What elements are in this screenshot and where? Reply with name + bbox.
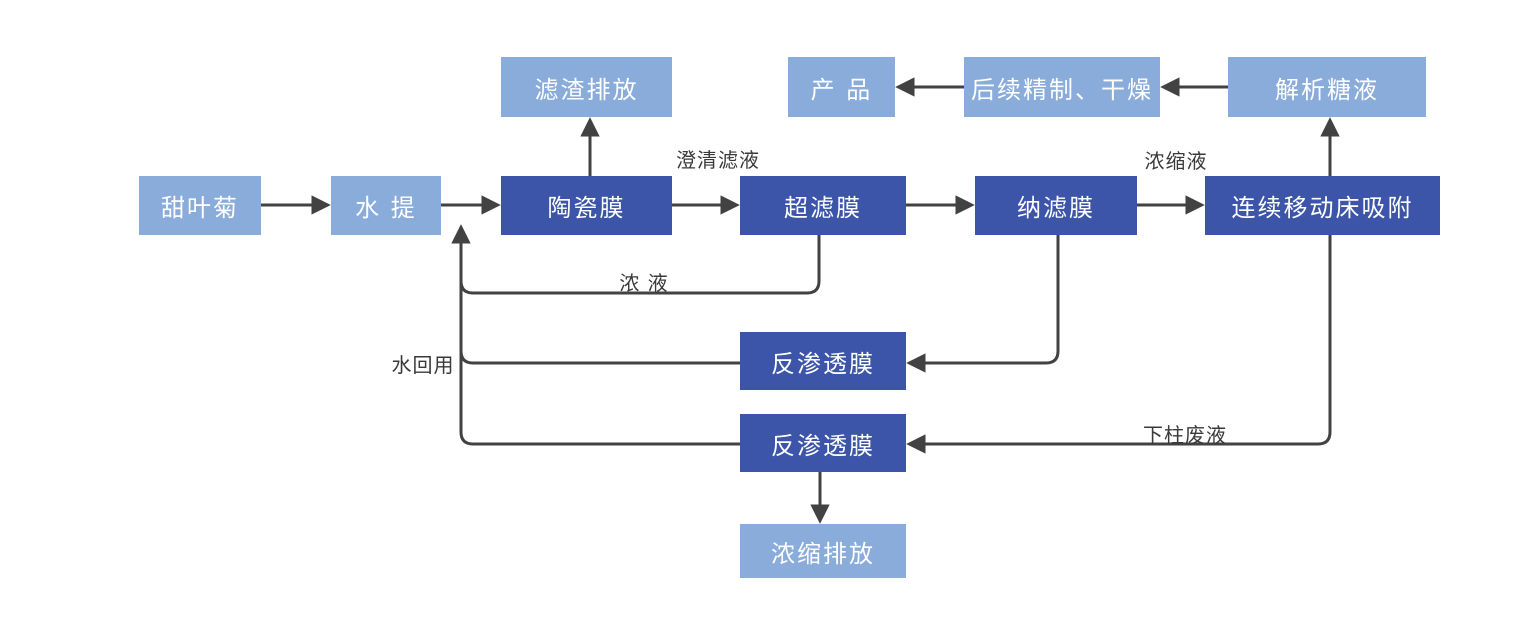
node-desorbed-sugar-solution: 解析糖液 [1228, 57, 1426, 117]
node-reverse-osmosis-2-label: 反渗透膜 [771, 431, 875, 460]
node-refining-drying-label: 后续精制、干燥 [971, 75, 1153, 104]
node-reverse-osmosis-1-label: 反渗透膜 [771, 349, 875, 378]
node-residue-discharge: 滤渣排放 [501, 57, 672, 117]
node-product: 产 品 [788, 57, 895, 117]
edge-label-clarified-filtrate: 澄清滤液 [676, 148, 760, 172]
edge-adsorption-to-ro2 [906, 235, 1332, 454]
node-stevia-label: 甜叶菊 [161, 194, 239, 222]
node-ultrafiltration-membrane-label: 超滤膜 [784, 194, 862, 222]
edge-label-concentrate: 浓 液 [619, 271, 669, 295]
edge-ro1-water-return [459, 350, 741, 365]
edge-label-water-reuse: 水回用 [391, 353, 455, 377]
node-reverse-osmosis-2: 反渗透膜 [740, 414, 906, 472]
node-concentrate-discharge: 浓缩排放 [740, 524, 906, 578]
node-desorbed-sugar-solution-label: 解析糖液 [1275, 75, 1379, 104]
node-ultrafiltration-membrane: 超滤膜 [740, 176, 906, 235]
node-water-extraction: 水 提 [331, 176, 441, 235]
node-nanofiltration-membrane-label: 纳滤膜 [1017, 194, 1095, 222]
node-moving-bed-adsorption-label: 连续移动床吸附 [1231, 194, 1414, 222]
edge-nf-to-ro1 [906, 235, 1060, 373]
node-water-extraction-label: 水 提 [355, 194, 417, 222]
edge-ro2-water-return [459, 431, 741, 446]
node-ceramic-membrane-label: 陶瓷膜 [547, 194, 626, 222]
node-ceramic-membrane: 陶瓷膜 [501, 176, 672, 235]
edge-label-column-waste-liquid: 下柱废液 [1143, 423, 1227, 447]
node-product-label: 产 品 [810, 75, 873, 104]
edge-label-concentrated-liquid: 浓缩液 [1144, 149, 1208, 173]
node-reverse-osmosis-1: 反渗透膜 [740, 332, 906, 390]
node-residue-discharge-label: 滤渣排放 [534, 75, 639, 104]
node-concentrate-discharge-label: 浓缩排放 [771, 539, 875, 568]
node-moving-bed-adsorption: 连续移动床吸附 [1205, 176, 1440, 235]
node-refining-drying: 后续精制、干燥 [964, 57, 1160, 117]
node-stevia: 甜叶菊 [139, 176, 261, 235]
node-nanofiltration-membrane: 纳滤膜 [975, 176, 1137, 235]
